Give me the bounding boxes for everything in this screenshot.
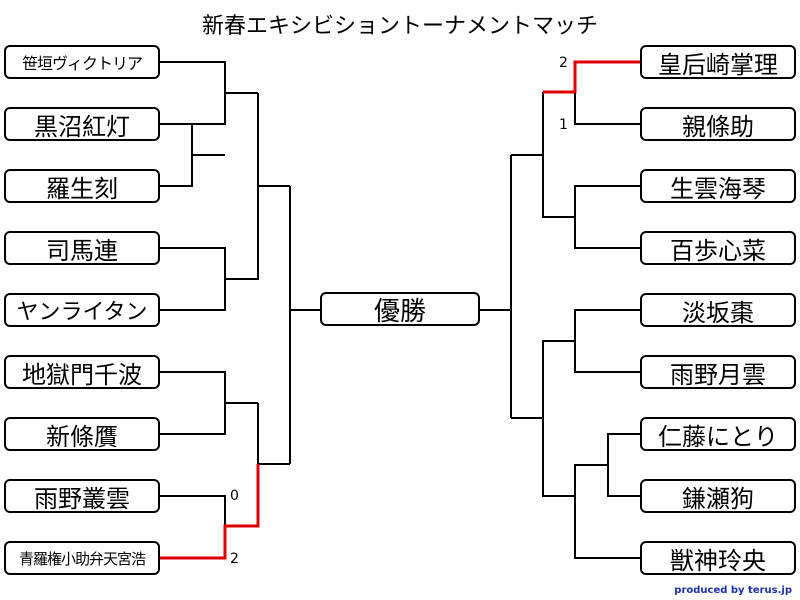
bracket-line [542,340,575,497]
bracket-line [607,433,640,497]
entrant-right-2[interactable]: 親條助 [640,107,796,141]
bracket-line [160,61,226,125]
bracket-line [574,309,640,373]
winner-path-left [160,464,260,560]
entrant-right-4[interactable]: 百歩心菜 [640,231,796,265]
score-left-bottom: 2 [230,551,239,567]
bracket-line [160,495,226,526]
entrant-right-9[interactable]: 獣神玲央 [640,541,796,575]
entrant-right-6[interactable]: 雨野月雲 [640,355,796,389]
bracket-line [160,247,226,311]
champion-box[interactable]: 優勝 [320,292,480,326]
bracket-line [542,92,575,218]
entrant-left-1[interactable]: 笹垣ヴィクトリア [4,45,160,79]
score-right-top: 2 [559,55,568,71]
entrant-left-5[interactable]: ヤンライタン [4,293,160,327]
entrant-left-9[interactable]: 青羅権小助弁天宮浩 [4,541,160,575]
score-left-top: 0 [230,488,239,504]
entrant-left-7[interactable]: 新條贋 [4,417,160,451]
entrant-left-3[interactable]: 羅生刻 [4,169,160,203]
entrant-right-1[interactable]: 皇后崎掌理 [640,45,796,79]
entrant-right-3[interactable]: 生雲海琴 [640,169,796,203]
bracket-line [225,93,259,280]
winner-path-right [543,60,640,94]
entrant-left-2[interactable]: 黒沼紅灯 [4,107,160,141]
entrant-left-8[interactable]: 雨野叢雲 [4,479,160,513]
credit-text: produced by terus.jp [674,585,792,596]
entrant-left-4[interactable]: 司馬連 [4,231,160,265]
tournament-title: 新春エキシビショントーナメントマッチ [201,14,598,39]
bracket-line [574,92,640,125]
bracket-line [160,123,193,187]
bracket-line [160,371,226,435]
score-right-bottom: 1 [559,117,568,133]
bracket-line [574,464,640,559]
entrant-left-6[interactable]: 地獄門千波 [4,355,160,389]
bracket-line [574,185,640,249]
bracket-line [257,403,290,465]
entrant-right-8[interactable]: 鎌瀬狗 [640,479,796,513]
entrant-right-7[interactable]: 仁藤にとり [640,417,796,451]
entrant-right-5[interactable]: 淡坂棗 [640,293,796,327]
